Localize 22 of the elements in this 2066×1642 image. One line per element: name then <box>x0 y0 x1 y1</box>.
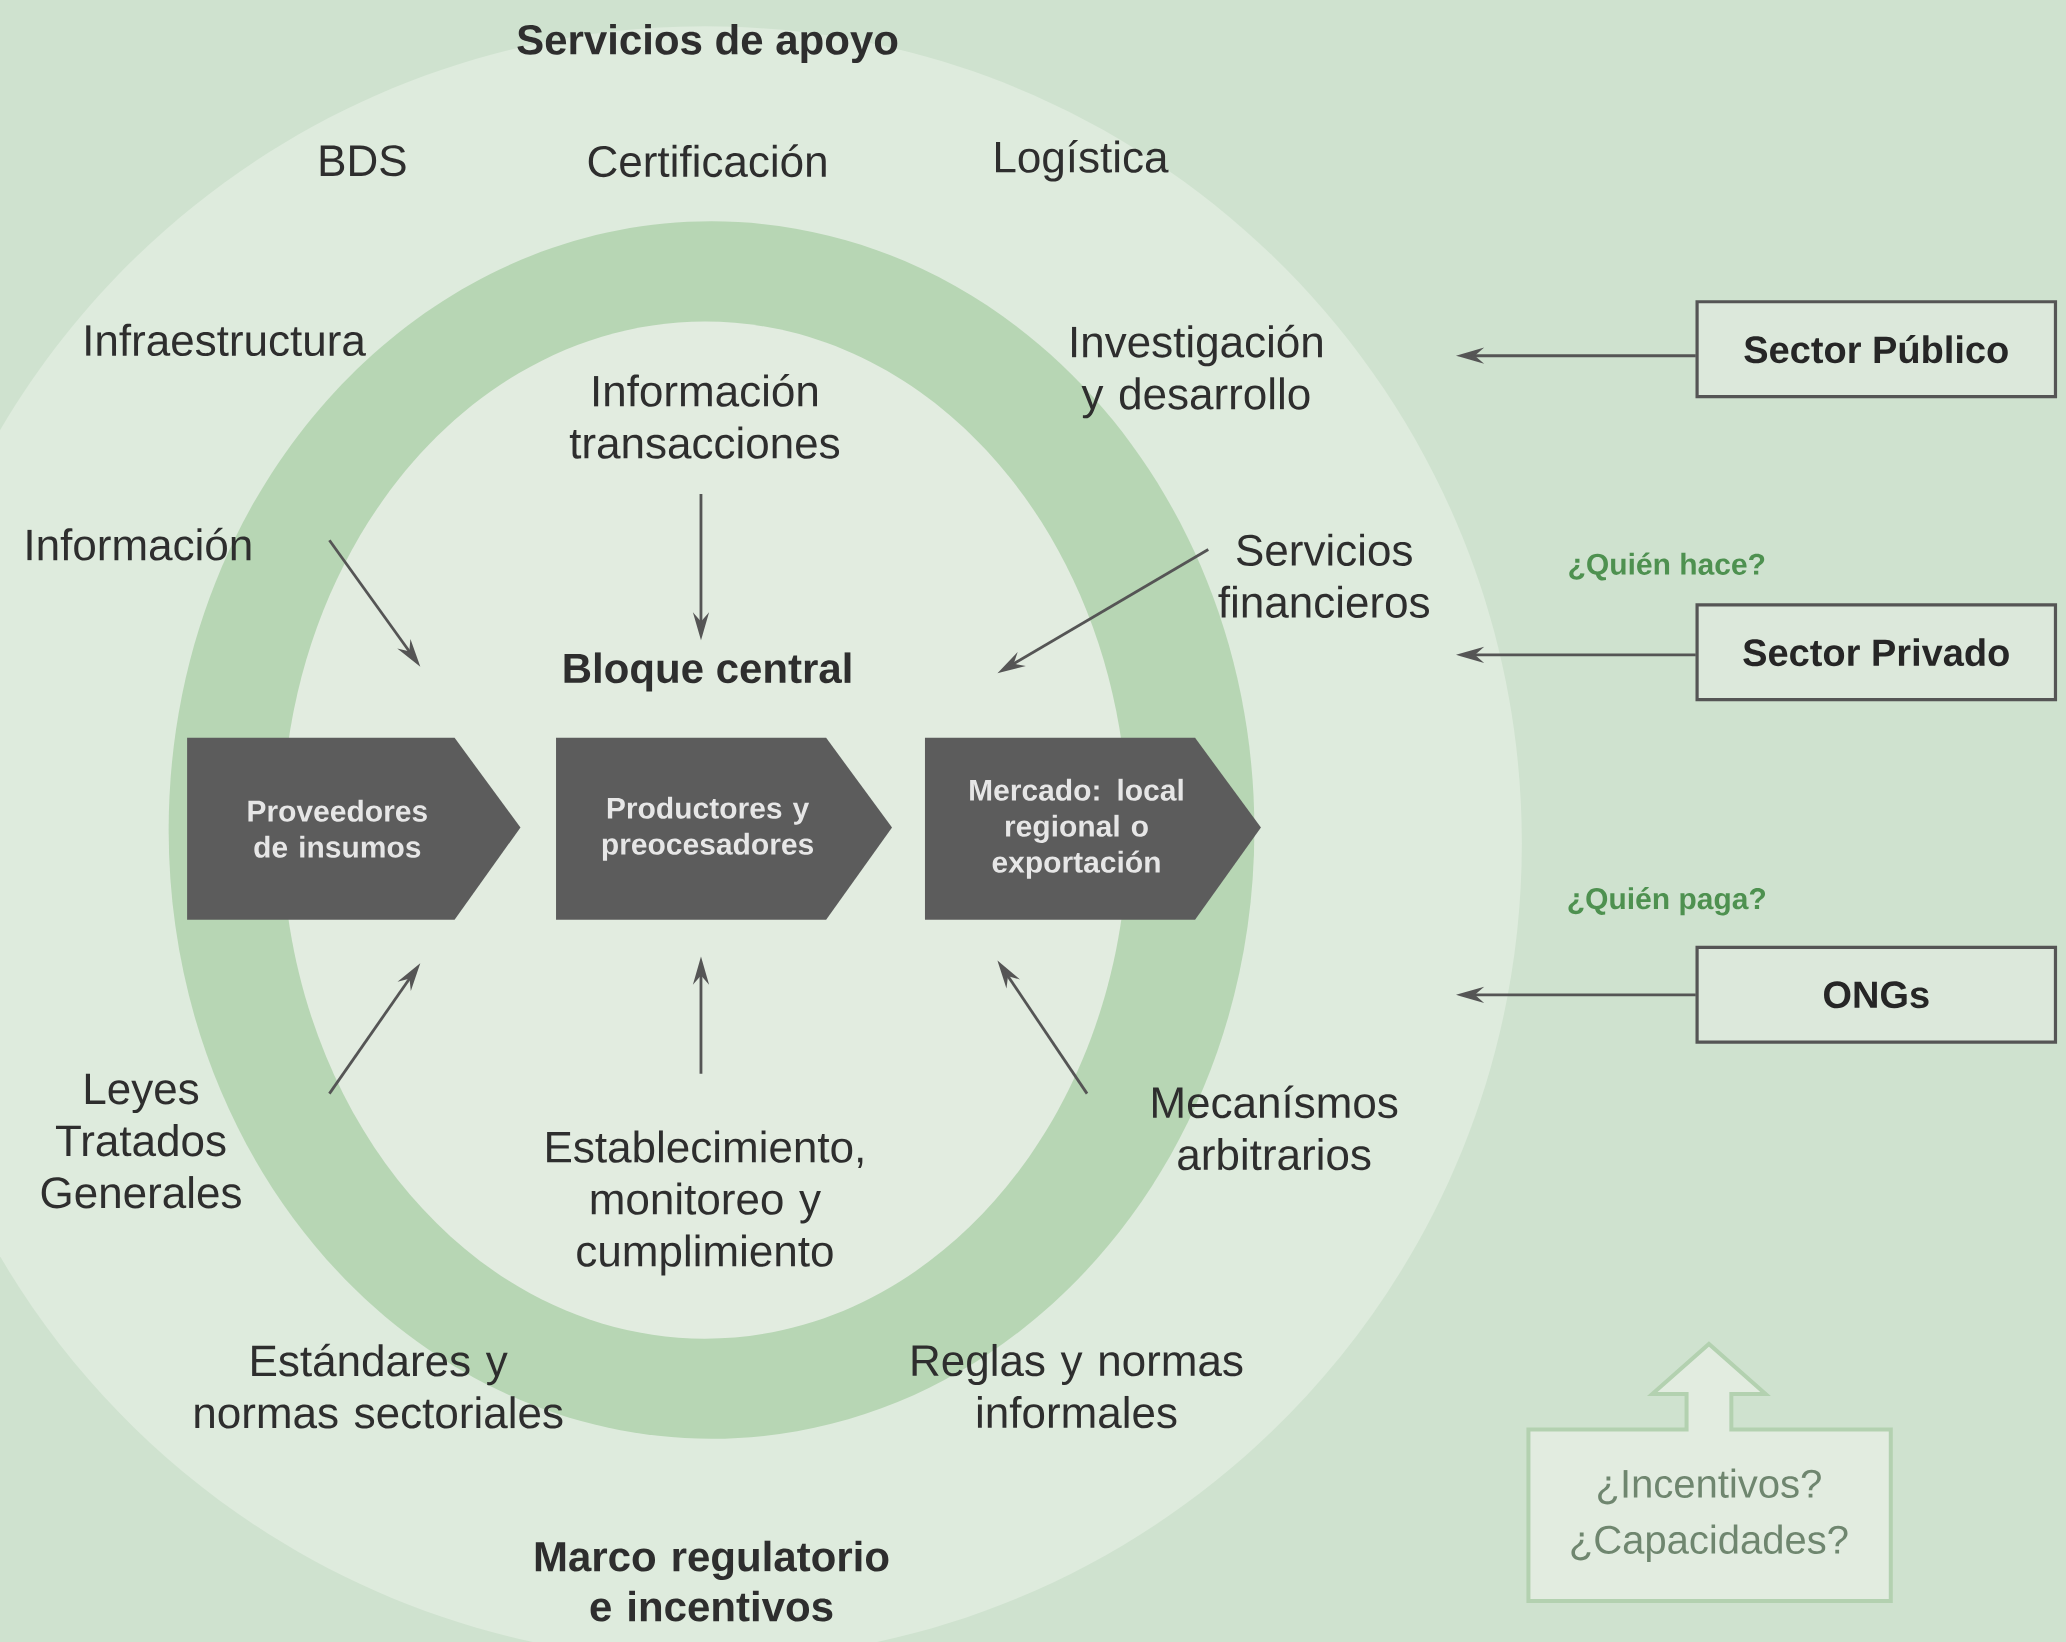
section-heading: Bloque central <box>564 652 851 692</box>
text-label: Logística <box>996 139 1169 182</box>
text-label: Información <box>27 527 251 561</box>
text-label: Información transacciones <box>569 373 840 459</box>
text-label: Establecimiento, monitoreo y cumplimiento <box>547 1130 863 1276</box>
text-label: Reglas y normas informales <box>912 1343 1243 1429</box>
text-label: Investigación y desarrollo <box>1072 324 1322 419</box>
actor-box: ONGs <box>1695 945 2058 1044</box>
question-label: ¿Quién paga? <box>1568 887 1766 916</box>
text-label: Estándares y normas sectoriales <box>195 1343 563 1429</box>
text-label: Infraestructura <box>86 323 366 357</box>
text-label: Servicios financieros <box>1218 533 1429 618</box>
question-label: ¿Quién hace? <box>1569 552 1765 581</box>
text-label: BDS <box>320 145 406 177</box>
section-heading: Marco regulatorio e incentivos <box>535 1540 889 1622</box>
text-label: Leyes Tratados Generales <box>41 1073 241 1209</box>
actor-box: Sector Privado <box>1695 603 2058 702</box>
text-label: Certificación <box>588 144 826 178</box>
question-box: ¿Incentivos? ¿Capacidades? <box>1526 1341 1893 1603</box>
text-label: Mecanísmos arbitrarios <box>1153 1085 1398 1171</box>
actor-box: Sector Público <box>1695 300 2058 399</box>
section-heading: Servicios de apoyo <box>517 23 898 64</box>
